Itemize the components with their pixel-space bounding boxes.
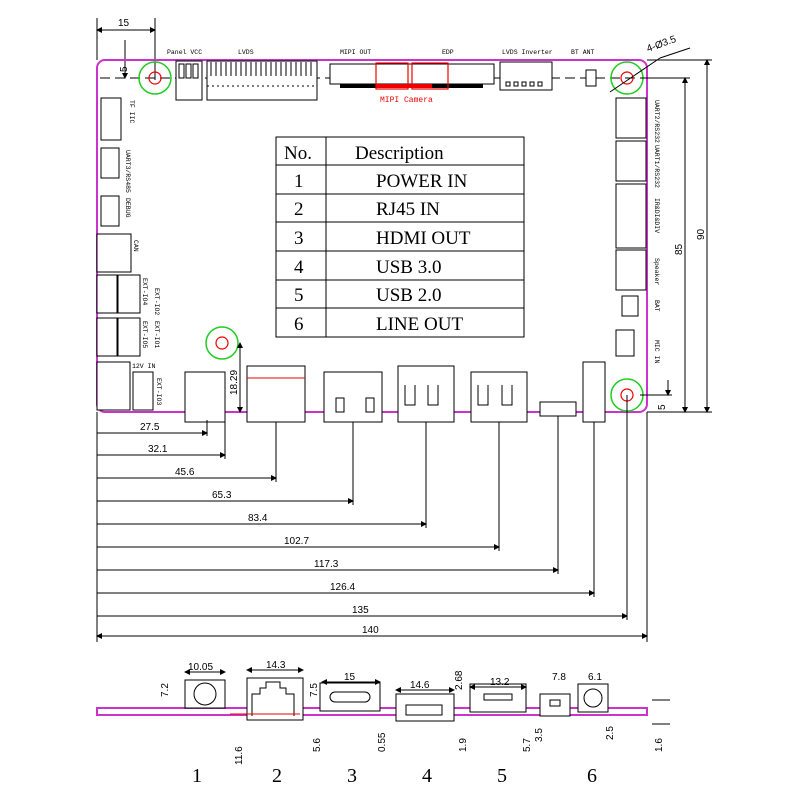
dimension-label: RJ45 IN [376, 199, 440, 220]
dimension-label: HDMI OUT [376, 228, 471, 249]
dimension-label: 5.7 [522, 738, 533, 752]
dimension-label: Description [355, 143, 444, 164]
panel-vcc-connector [175, 60, 203, 101]
mipi-edp-connector [329, 62, 495, 90]
dimension-label: 14.3 [266, 660, 286, 671]
hole-y-dim: 18.29 [229, 370, 240, 395]
label-debug: DEBUG [124, 198, 131, 218]
dimension-label: 85 [674, 243, 685, 255]
right-connectors [615, 97, 647, 357]
label-12v-in: 12V IN [132, 363, 156, 370]
label-bat: BAT [653, 300, 660, 312]
dimension-label: 4 [422, 765, 432, 787]
mounting-hole [138, 61, 172, 95]
port-table: No. Description 1 POWER IN 2 RJ45 IN 3 HDMI … [275, 136, 525, 338]
dimension-label: 83.4 [248, 513, 268, 524]
dimension-label: 5 [294, 285, 304, 306]
label-ir-di-div: IR&DI&DIV [653, 198, 660, 233]
dimension-label: USB 2.0 [376, 285, 441, 306]
label-uart3-rs485: UART3/RS485 [124, 150, 131, 193]
edge-ports [184, 361, 606, 423]
label-edp: EDP [442, 49, 454, 56]
dimension-label: 102.7 [284, 536, 309, 547]
dimension-label: 65.3 [212, 490, 232, 501]
dimension-label: POWER IN [376, 171, 468, 192]
label-panel-vcc: Panel VCC [167, 49, 202, 56]
dimension-label: 126.4 [330, 582, 355, 593]
dimension-label: 3 [294, 228, 304, 249]
dimension-label: 1 [192, 765, 202, 787]
dimension-label: 2.5 [605, 726, 616, 740]
side-view-dims: 10.05 7.2 14.3 7.5 15 14.6 2.68 13.2 7.8… [160, 660, 670, 765]
label-ext-io3: EXT-IO3 [155, 378, 162, 405]
hole-spec-label: 4-Ø3.5 [645, 34, 678, 55]
top-offset-dim: 15 5 [96, 18, 156, 80]
lvds-inverter-connector [499, 61, 553, 91]
dimension-label: 27.5 [140, 422, 160, 433]
dimension-label: 7.5 [309, 683, 320, 697]
port-numbers: 1 2 3 4 5 6 [192, 765, 597, 787]
dimension-label: 0.55 [377, 732, 388, 752]
dimension-label: 3.5 [534, 728, 545, 742]
label-uart1-rs232: UART1/RS232 [653, 145, 660, 188]
dimension-label: 11.6 [234, 746, 245, 765]
label-mic-in: MIC IN [653, 340, 660, 364]
label-ext-io1: EXT-IO1 [153, 321, 160, 348]
label-ext-io4: EXT-IO4 [141, 278, 148, 305]
dimension-label: 135 [352, 605, 369, 616]
right-height-dims: 85 90 5 [640, 59, 712, 413]
dimension-label: 5 [119, 66, 130, 72]
dimension-label: 2 [294, 199, 304, 220]
dimension-label: 5 [497, 765, 507, 787]
label-speaker: Speaker [653, 258, 660, 285]
dimension-label: 45.6 [175, 467, 195, 478]
lvds-connector [206, 60, 318, 101]
dimension-label: 13.2 [490, 677, 510, 688]
horizontal-dims: 27.5 32.1 45.6 65.3 83.4 102.7 117.3 126… [96, 395, 648, 642]
dimension-label: 7.2 [160, 683, 171, 697]
dimension-label: 7.8 [552, 672, 566, 683]
label-can: CAN [132, 240, 139, 252]
dimension-label: 6 [587, 765, 597, 787]
dimension-label: 5 [657, 404, 668, 410]
left-connectors [96, 97, 154, 411]
label-uart2-rs232: UART2/RS232 [653, 100, 660, 143]
dimension-label: 6 [294, 314, 304, 335]
dimension-label: USB 3.0 [376, 257, 441, 278]
dimension-label: 140 [362, 625, 379, 636]
dimension-label: 5.6 [312, 738, 323, 752]
label-lvds-inverter: LVDS Inverter [502, 49, 553, 56]
label-bt-ant: BT ANT [571, 49, 595, 56]
label-mipi-camera: MIPI Camera [380, 96, 433, 105]
label-lvds: LVDS [238, 49, 254, 56]
side-view [96, 677, 648, 722]
bt-ant-connector [585, 69, 597, 87]
dimension-label: 1.9 [458, 738, 469, 752]
label-ext-io2: EXT-IO2 [153, 288, 160, 315]
label-mipi-out: MIPI OUT [340, 49, 371, 56]
dimension-label: 14.6 [410, 680, 430, 691]
dimension-label: 90 [696, 228, 707, 240]
dimension-label: 1 [294, 171, 304, 192]
dimension-label: 3 [347, 765, 357, 787]
dimension-label: 6.1 [588, 672, 602, 683]
dimension-label: 32.1 [148, 444, 168, 455]
dimension-label: No. [284, 143, 312, 164]
dimension-label: 15 [118, 18, 130, 29]
dimension-label: 10.05 [188, 662, 213, 673]
dimension-label: 117.3 [314, 559, 339, 570]
dimension-label: 15 [344, 672, 356, 683]
mounting-hole [205, 326, 239, 360]
label-tf-iic: TF IIC [128, 100, 135, 124]
dimension-label: 2 [272, 765, 282, 787]
dimension-label: LINE OUT [376, 314, 463, 335]
dimension-label: 2.68 [454, 670, 465, 690]
label-ext-io5: EXT-IO5 [141, 321, 148, 348]
dimension-label: 4 [294, 257, 304, 278]
dimension-label: 1.6 [654, 738, 665, 752]
